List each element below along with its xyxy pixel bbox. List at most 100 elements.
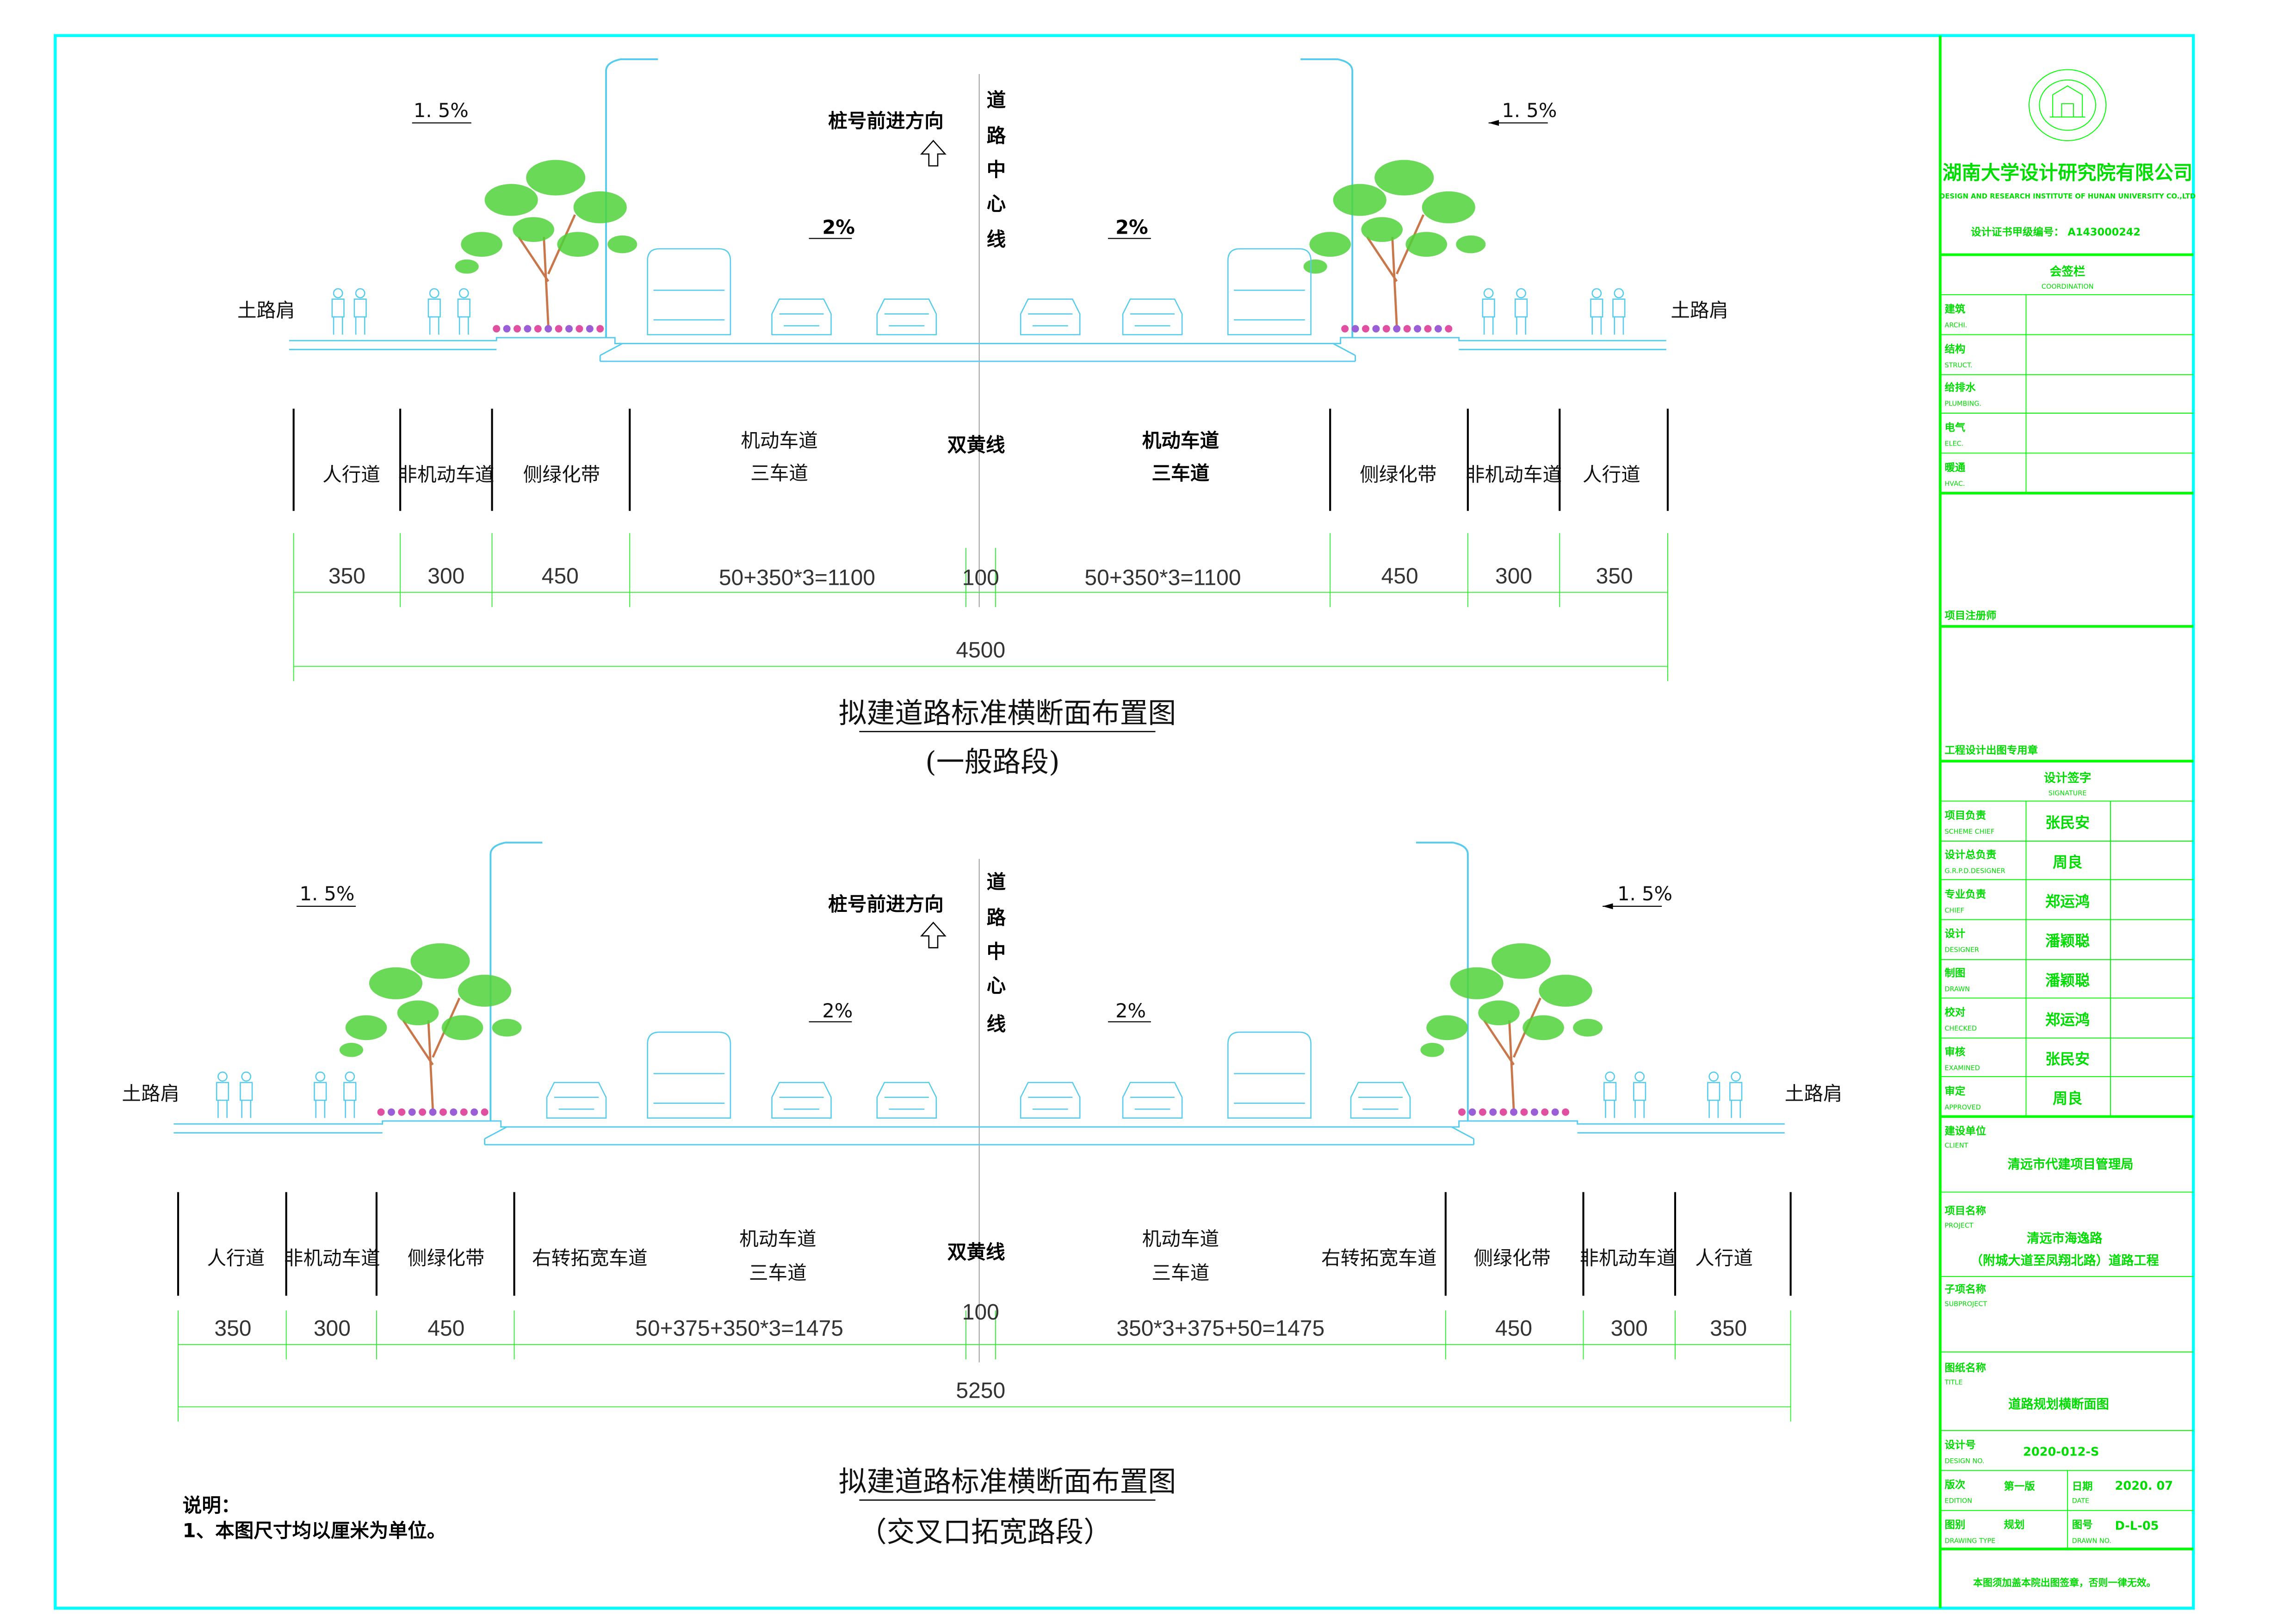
tree-icon [1303,160,1486,333]
date-value: 2020. 07 [2115,1479,2173,1493]
svg-text:ELEC.: ELEC. [1944,440,1963,447]
car-icon [771,298,832,335]
role-label: 专业负责 [1944,888,1986,900]
role-label-en: APPROVED [1944,1104,1980,1111]
lane-label: 三车道 [1152,1261,1210,1284]
dimension-value: 350 [328,564,365,588]
lane-label: 三车道 [749,1261,807,1284]
coordination-title-en: COORDINATION [2042,283,2094,291]
dimension-value: 450 [542,564,579,588]
university-logo [2028,69,2107,142]
signature-row: 审定 APPROVED 周良 [1944,1085,2082,1111]
role-label-en: CHECKED [1944,1025,1977,1033]
role-label: 制图 [1944,967,1965,979]
svg-text:道: 道 [987,88,1006,111]
dimension-value: 350 [1710,1316,1747,1341]
tree-icon [455,160,637,333]
role-label: 设计 [1944,928,1965,940]
dimension-value: 300 [1611,1316,1648,1341]
signer-name: 周良 [2053,1090,2082,1107]
lane-label: 非机动车道 [284,1246,380,1269]
lane-label: 人行道 [322,463,380,486]
edition-value: 第一版 [2004,1480,2036,1493]
drawn-no-value: D-L-05 [2115,1519,2159,1533]
signature-title: 设计签字 [2044,771,2091,785]
signer-name: 张民安 [2045,1050,2090,1068]
dimension-value: 100 [962,565,999,590]
drawing-type-label-en: DRAWING TYPE [1944,1537,1995,1545]
car-icon [771,1082,832,1119]
svg-text:建筑: 建筑 [1944,303,1965,315]
pedestrian-icon [1482,288,1495,335]
footer-notice: 本图须加盖本院出图签章，否则一律无效。 [1973,1577,2156,1588]
svg-text:暖通: 暖通 [1944,462,1965,474]
lane-label: 非机动车道 [1580,1246,1676,1269]
dimension-value: 50+350*3=1100 [719,565,875,590]
car-icon [876,1082,937,1119]
title-block: 湖南大学设计研究院有限公司 DESIGN AND RESEARCH INSTIT… [1939,35,2196,1608]
svg-text:中: 中 [987,940,1006,963]
svg-text:道: 道 [987,870,1006,893]
design-no-label: 设计号 [1944,1439,1975,1451]
svg-text:心: 心 [987,974,1006,997]
role-label: 审定 [1944,1085,1965,1097]
pedestrian-icon [216,1072,229,1118]
drawing-type-label: 图别 [1944,1519,1965,1531]
design-no-label-en: DESIGN NO. [1944,1457,1984,1465]
svg-text:PLUMBING.: PLUMBING. [1944,400,1981,408]
drawing-title-value: 道路规划横断面图 [2008,1397,2109,1412]
svg-text:线: 线 [987,228,1006,250]
svg-text:路: 路 [987,906,1006,929]
pedestrian-icon [1590,288,1603,335]
dimension-lines [178,1310,1791,1422]
arrow-left-icon [1603,903,1613,910]
arrow-left-icon [1488,120,1499,126]
slope-label-left: 1. 5% [414,99,469,122]
svg-text:线: 线 [987,1013,1006,1035]
shoulder-label-left: 土路肩 [237,299,295,322]
lane-label: 侧绿化带 [1474,1246,1551,1269]
double-yellow-label: 双黄线 [947,434,1005,456]
registered-engineer-label: 项目注册师 [1944,609,1996,622]
lane-label: 三车道 [750,462,808,484]
lane-label: 侧绿化带 [523,463,600,486]
notes-line: 1、本图尺寸均以厘米为单位。 [183,1519,446,1542]
dimension-value: 300 [1495,564,1532,588]
drawn-no-label: 图号 [2072,1519,2093,1531]
edition-label: 版次 [1944,1479,1965,1491]
drawn-no-label-en: DRAWN NO. [2072,1537,2111,1545]
signer-name: 郑运鸿 [2045,892,2090,910]
svg-text:STRUCT.: STRUCT. [1944,362,1972,369]
role-label: 项目负责 [1944,809,1986,822]
client-label: 建设单位 [1944,1125,1986,1137]
dimension-value: 350*3+375+50=1475 [1116,1316,1324,1341]
drawing-title-label: 图纸名称 [1944,1362,1986,1374]
road-surface [173,1120,1785,1146]
lane-label: 非机动车道 [398,463,494,486]
bus-icon [1227,248,1312,335]
car-icon [1350,1082,1411,1119]
lane-label: 机动车道 [1142,429,1219,452]
pedestrian-icon [331,288,345,335]
svg-text:给排水: 给排水 [1944,381,1976,394]
section-illustration [216,842,1743,1121]
dimension-value: 450 [1381,564,1418,588]
pedestrian-icon [353,288,367,335]
section-subtitle: （交叉口拓宽路段） [859,1516,1112,1549]
pedestrian-icon [1707,1072,1720,1118]
dimension-value: 300 [314,1316,351,1341]
client-value: 清远市代建项目管理局 [2008,1157,2134,1171]
section-title: 拟建道路标准横断面布置图 [839,1466,1176,1498]
signature-title-en: SIGNATURE [2048,790,2086,797]
company-name-en: DESIGN AND RESEARCH INSTITUTE OF HUNAN U… [1939,192,2196,200]
centerline-label: 道 路 中 心 线 [987,870,1006,1035]
section-illustration [331,58,1626,338]
role-label: 审核 [1944,1046,1965,1058]
lane-dividers [177,1192,1792,1296]
cross-section-intersection: 1. 5% 1. 5% 桩号前进方向 道 路 中 心 线 2% 2% 土路肩 土… [122,842,1843,1549]
